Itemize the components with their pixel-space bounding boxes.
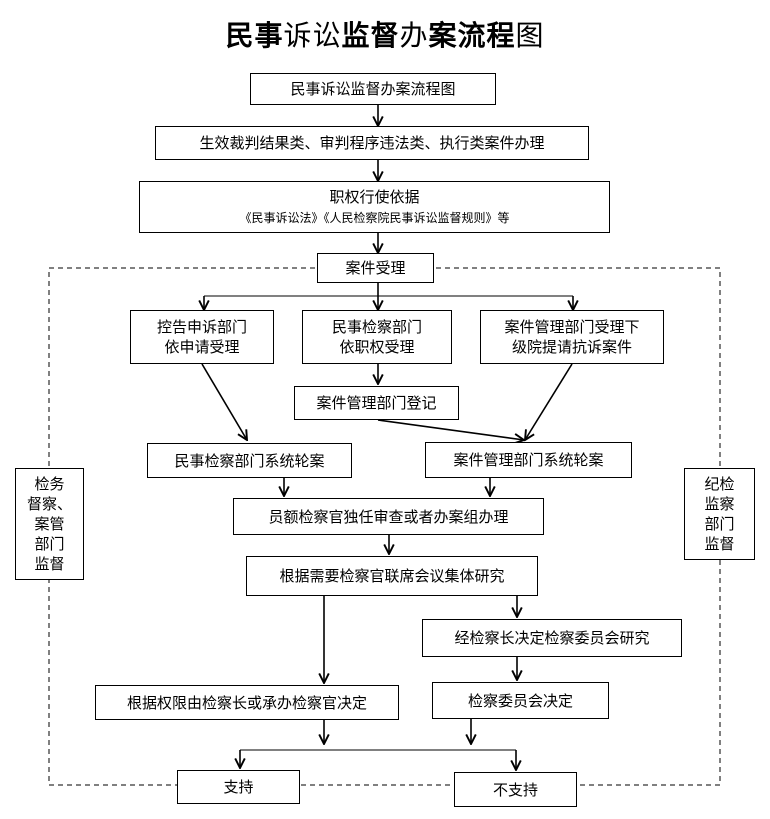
node-case-mgmt-lower: 案件管理部门受理下 级院提请抗诉案件 <box>480 310 664 364</box>
node-authority-basis: 职权行使依据 《民事诉讼法》《人民检察院民事诉讼监督规则》等 <box>139 181 610 233</box>
node-label: 民事检察部门系统轮案 <box>174 451 325 470</box>
side-label-left: 检务 督察、 案管 部门 监督 <box>15 468 84 580</box>
node-support: 支持 <box>177 770 300 804</box>
node-committee-decision: 检察委员会决定 <box>432 682 609 719</box>
title-part: 监督 <box>341 19 400 52</box>
node-label: 案件受理 <box>345 259 406 277</box>
node-case-acceptance: 案件受理 <box>317 253 434 283</box>
node-joint-meeting: 根据需要检察官联席会议集体研究 <box>246 556 538 596</box>
side-label-text: 检务 督察、 案管 部门 监督 <box>26 475 72 573</box>
node-case-types: 生效裁判结果类、审判程序违法类、执行类案件办理 <box>155 126 589 160</box>
title-part: 民事 <box>225 19 284 52</box>
node-label: 根据权限由检察长或承办检察官决定 <box>126 693 367 712</box>
node-label: 案件管理部门登记 <box>316 394 437 412</box>
title-part: 图 <box>515 19 545 52</box>
node-label: 经检察长决定检察委员会研究 <box>454 629 650 647</box>
side-label-text: 纪检 监察 部门 监督 <box>704 475 735 553</box>
title-part: 诉讼 <box>283 19 342 52</box>
node-label: 民事诉讼监督办案流程图 <box>290 80 456 98</box>
node-case-mgmt-register: 案件管理部门登记 <box>294 386 459 420</box>
node-label: 支持 <box>223 778 254 796</box>
title-part: 办 <box>399 19 429 52</box>
node-label: 检察委员会决定 <box>467 691 573 710</box>
node-prosecutor-handle: 员额检察官独任审查或者办案组办理 <box>233 498 544 535</box>
title-part: 案流程 <box>428 19 516 52</box>
side-label-right: 纪检 监察 部门 监督 <box>684 468 755 560</box>
node-civil-dept: 民事检察部门 依职权受理 <box>302 310 452 364</box>
node-mgmt-rotation: 案件管理部门系统轮案 <box>425 442 632 478</box>
node-label: 不支持 <box>492 780 538 799</box>
node-label: 根据需要检察官联席会议集体研究 <box>279 567 505 585</box>
node-complaint-dept: 控告申诉部门 依申请受理 <box>130 310 274 364</box>
node-civil-rotation: 民事检察部门系统轮案 <box>147 443 352 478</box>
node-label: 案件管理部门受理下 级院提请抗诉案件 <box>504 318 640 356</box>
node-sublabel: 《民事诉讼法》《人民检察院民事诉讼监督规则》等 <box>239 211 510 225</box>
arrow-complaint-to-civil-rotation <box>201 363 247 440</box>
node-label: 案件管理部门系统轮案 <box>453 451 604 469</box>
node-committee-study: 经检察长决定检察委员会研究 <box>422 619 682 657</box>
arrow-register-to-mgmt-rotation <box>377 419 524 440</box>
arrow-lower-to-mgmt-rotation <box>525 363 573 440</box>
node-not-support: 不支持 <box>454 772 577 807</box>
node-label: 职权行使依据 <box>329 188 420 206</box>
node-label: 控告申诉部门 依申请受理 <box>156 318 247 356</box>
node-label: 员额检察官独任审查或者办案组办理 <box>268 507 509 526</box>
page-title: 民事诉讼监督办案流程图 <box>0 16 770 56</box>
node-label: 民事检察部门 依职权受理 <box>331 318 422 356</box>
node-chart-title: 民事诉讼监督办案流程图 <box>250 73 496 105</box>
node-authority-decision: 根据权限由检察长或承办检察官决定 <box>95 685 399 720</box>
node-label: 生效裁判结果类、审判程序违法类、执行类案件办理 <box>199 134 545 152</box>
